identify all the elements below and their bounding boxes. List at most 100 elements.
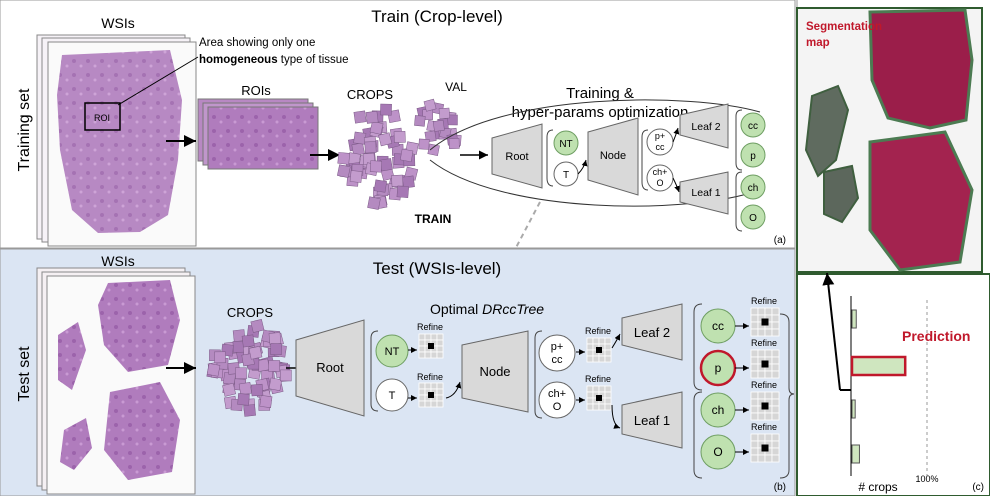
refine-cell xyxy=(771,454,780,463)
refine-grid-p xyxy=(750,349,780,379)
p-node-a xyxy=(740,142,766,168)
crop-tile xyxy=(214,351,226,364)
refine-cell xyxy=(436,382,444,390)
leaf2-block-a xyxy=(679,103,729,149)
refine-center-cell xyxy=(596,395,602,401)
t-node-b xyxy=(375,378,409,412)
refine-cell xyxy=(436,351,444,359)
refine-cell xyxy=(436,400,444,408)
callout-leader xyxy=(117,56,199,106)
refine-label-p: Refine xyxy=(751,338,777,348)
refine-cell xyxy=(604,385,612,393)
leaf2-label-b: Leaf 2 xyxy=(634,325,670,340)
o-label-a: O xyxy=(749,213,757,224)
crops-label-a: CROPS xyxy=(347,87,394,102)
training-set-label: Training set xyxy=(16,88,33,172)
crop-tile xyxy=(396,185,410,199)
crop-tile xyxy=(235,367,247,380)
refine-label-cc: Refine xyxy=(751,296,777,306)
panel-b-letter: (b) xyxy=(774,482,786,493)
refine-grid-cho xyxy=(586,385,612,411)
refine-cell xyxy=(771,412,780,421)
refine-grid-nt xyxy=(418,333,444,359)
val-crops-cluster xyxy=(414,98,462,156)
test-crops-cluster xyxy=(206,318,292,417)
refine-cell xyxy=(586,391,594,399)
refine-cell xyxy=(764,433,773,442)
nt-label-a: NT xyxy=(559,139,572,150)
refine-center-cell xyxy=(428,343,434,349)
train-label: TRAIN xyxy=(415,212,452,226)
refine-cell xyxy=(757,412,766,421)
refine-cell xyxy=(430,400,438,408)
optimal-italic: DRccTree xyxy=(482,301,544,317)
crop-tile xyxy=(427,143,440,156)
test-tissue-top xyxy=(98,280,180,372)
refine-cell xyxy=(598,385,606,393)
optimal-tree-title: Optimal DRccTree xyxy=(430,301,544,317)
ch-node-a xyxy=(740,174,766,200)
ch-label-a: ch xyxy=(748,183,759,194)
optimal-prefix: Optimal xyxy=(430,301,482,317)
refine-cell xyxy=(586,337,594,345)
pcc-label2-a: cc xyxy=(656,142,666,152)
arrow-cho-to-leaf1-a xyxy=(672,177,680,193)
refine-cell xyxy=(750,314,759,323)
refine-cell xyxy=(771,440,780,449)
refine-cell xyxy=(771,307,780,316)
test-wsi-stack xyxy=(36,267,196,495)
refine-center-cell xyxy=(761,318,769,326)
rois-label: ROIs xyxy=(241,83,271,98)
refine-cell xyxy=(586,397,594,405)
prediction-bar-p xyxy=(850,355,907,377)
refine-grid-ch xyxy=(750,391,780,421)
arrow-t-to-node-b xyxy=(445,381,462,399)
refine-cell xyxy=(750,447,759,456)
refine-cell xyxy=(764,391,773,400)
arrow-to-segmentation xyxy=(822,272,841,391)
refine-center-cell xyxy=(596,347,602,353)
refine-cell xyxy=(771,370,780,379)
refine-center-cell xyxy=(761,402,769,410)
refine-cell xyxy=(757,433,766,442)
crop-tile xyxy=(438,107,451,120)
pcc-label2-b: cc xyxy=(552,354,564,366)
training-tissue-image xyxy=(57,50,182,233)
crop-tile xyxy=(414,115,426,127)
refine-cell xyxy=(598,403,606,411)
cho-label1-a: ch+ xyxy=(653,167,668,177)
cho-node-b xyxy=(538,381,576,419)
training-line1: Training & xyxy=(566,85,634,102)
refine-cell xyxy=(750,370,759,379)
refine-cell xyxy=(586,385,594,393)
refine-cell xyxy=(604,397,612,405)
crop-tile xyxy=(259,395,273,408)
training-wsis-label: WSIs xyxy=(101,15,134,31)
p-label-b: p xyxy=(715,361,722,375)
cho-label2-b: O xyxy=(553,401,562,413)
crop-tile xyxy=(241,334,255,348)
refine-cell xyxy=(750,398,759,407)
crop-tile xyxy=(222,382,236,397)
refine-cell xyxy=(424,333,432,341)
refine-center-cell xyxy=(428,392,434,398)
node-block-b xyxy=(461,330,529,413)
refine-cell xyxy=(750,363,759,372)
pcc-label1-b: p+ xyxy=(551,341,564,353)
prediction-title: Prediction xyxy=(902,328,970,344)
test-tissue-left xyxy=(58,322,86,390)
crop-tile xyxy=(232,340,245,353)
refine-cell xyxy=(764,328,773,337)
refine-label-t: Refine xyxy=(417,372,443,382)
panel-c-letter: (c) xyxy=(972,482,984,493)
leaf1-block-a xyxy=(679,171,729,215)
crop-tile xyxy=(337,164,351,178)
ch-label-b: ch xyxy=(712,403,725,417)
training-line2: hyper-params optimization xyxy=(512,104,689,121)
refine-cell xyxy=(750,433,759,442)
crop-tile xyxy=(448,138,460,149)
test-set-label: Test set xyxy=(16,346,33,402)
crop-tile xyxy=(378,132,393,147)
refine-cell xyxy=(430,382,438,390)
